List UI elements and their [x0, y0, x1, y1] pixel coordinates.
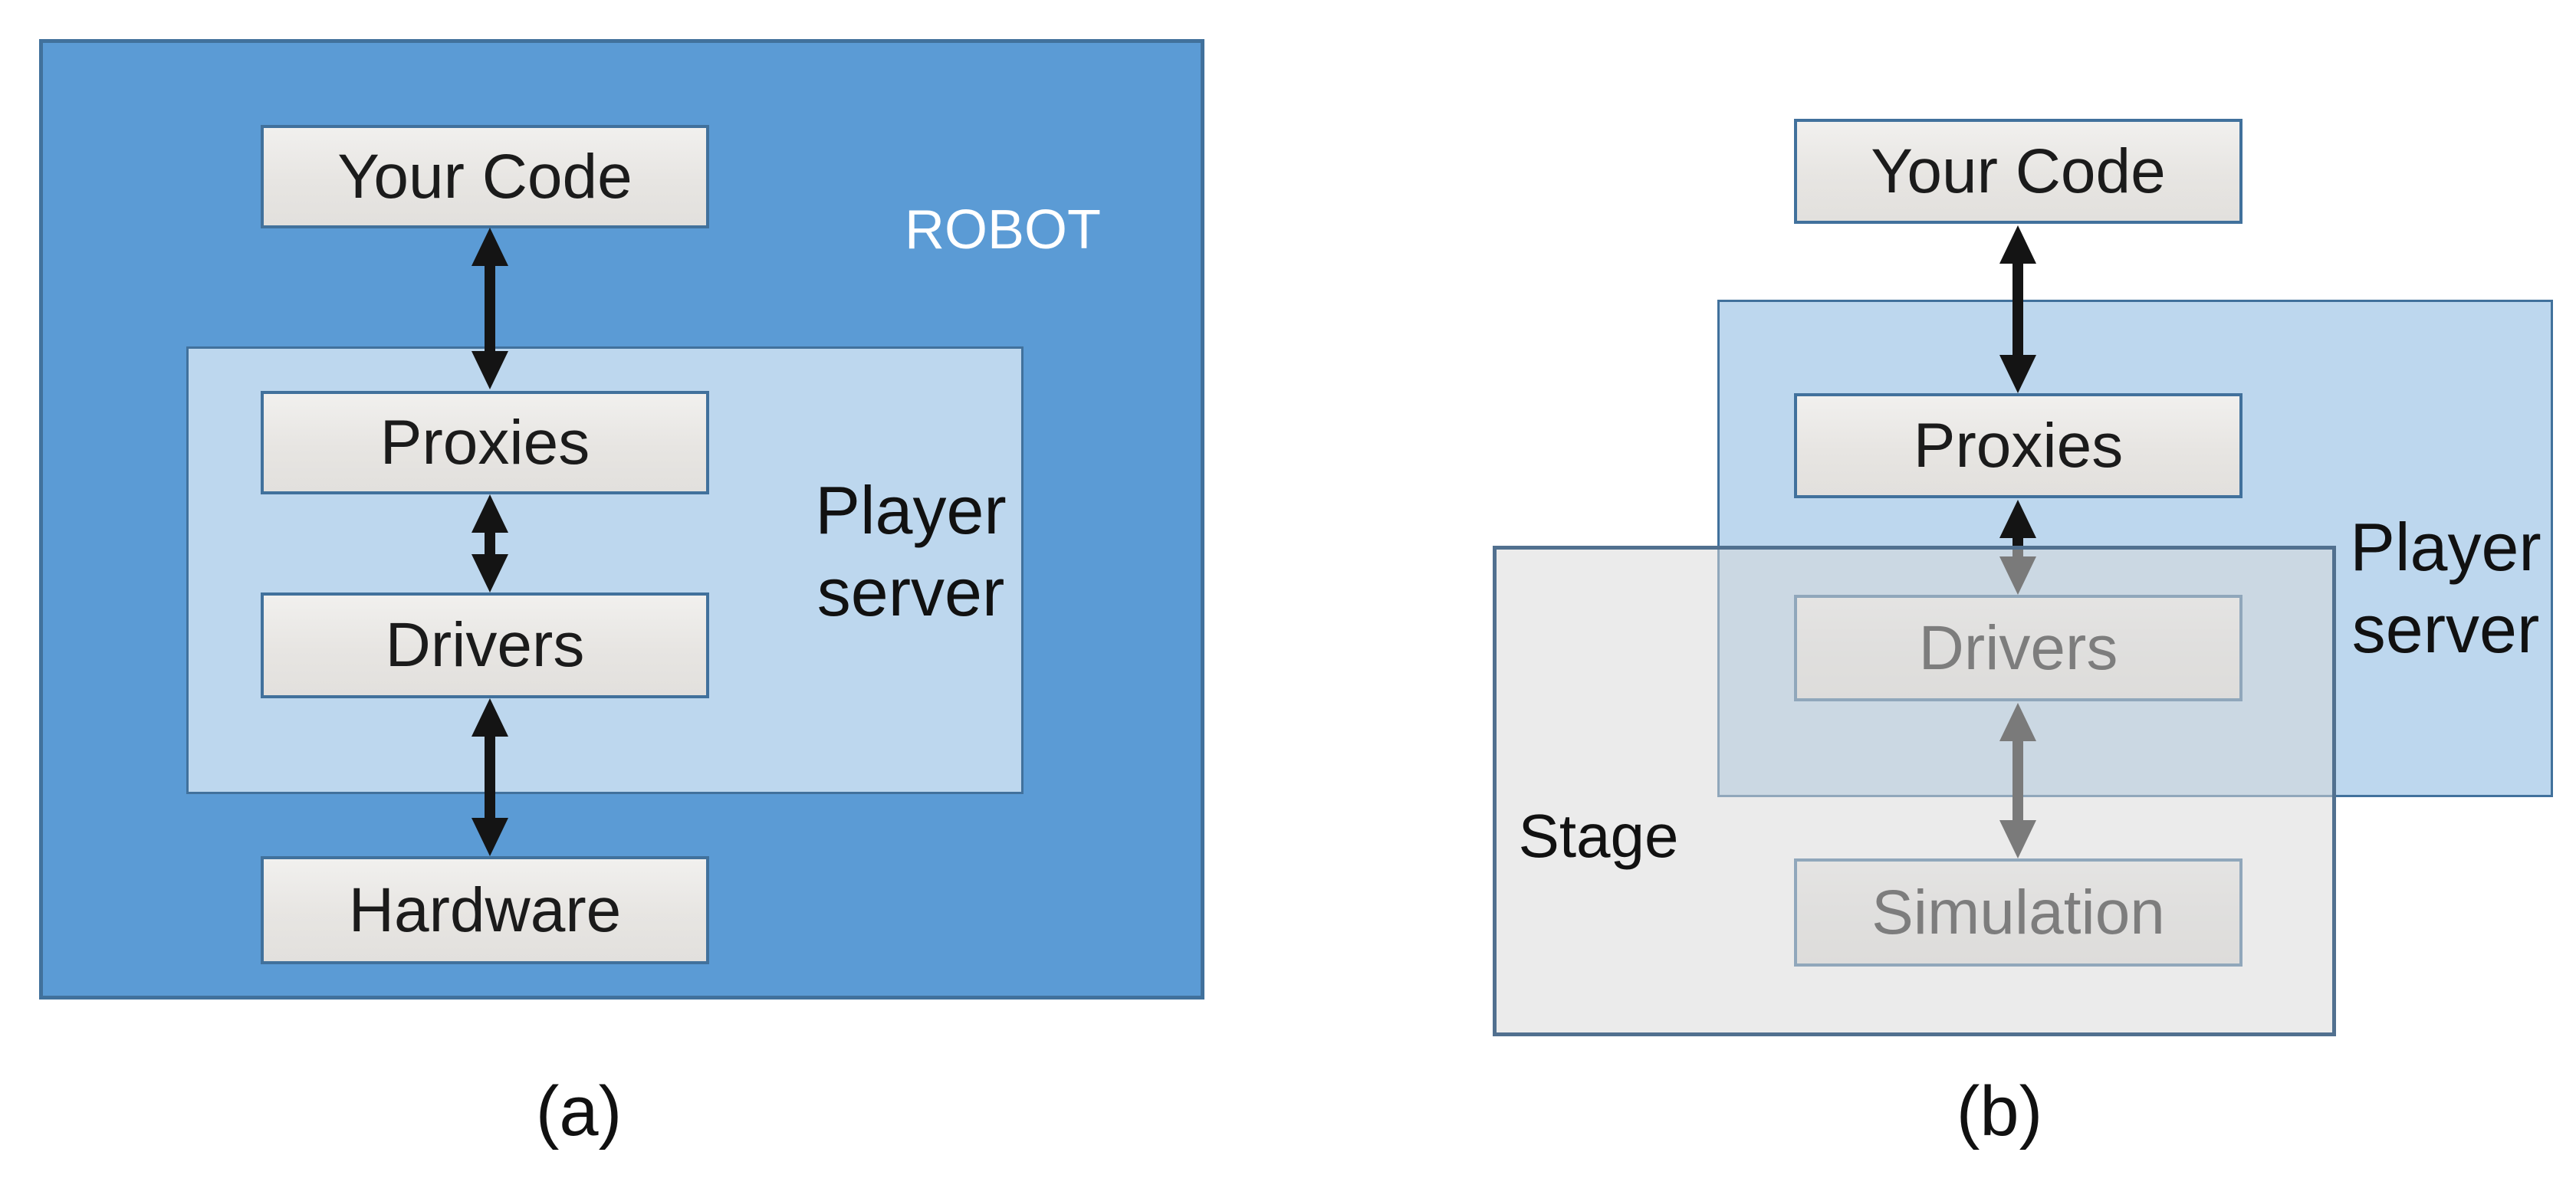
arrow-proxies-drivers-a — [472, 494, 508, 592]
arrow-yourcode-proxies-b — [1999, 225, 2036, 393]
arrow-head-up — [472, 494, 508, 533]
stage-label: Stage — [1518, 802, 1679, 870]
stage-box: Stage — [1493, 546, 2336, 1036]
proxies-box-b: Proxies — [1794, 393, 2242, 498]
arrow-shaft — [2013, 259, 2023, 359]
arrow-yourcode-proxies-a — [472, 228, 508, 389]
proxies-box-a: Proxies — [261, 391, 709, 494]
player-server-label-b-line2: server — [2351, 591, 2540, 668]
arrow-head-up — [1999, 500, 2036, 538]
player-server-label-b-line1: Player — [2350, 509, 2542, 585]
drivers-box-a: Drivers — [261, 592, 709, 698]
robot-label: ROBOT — [904, 199, 1101, 261]
arrow-head-down — [472, 818, 508, 856]
player-server-label-a: Player server — [796, 469, 1026, 634]
caption-b: (b) — [1956, 1072, 2043, 1151]
arrow-shaft — [485, 732, 495, 822]
player-server-label-a-line1: Player — [815, 472, 1007, 548]
arrow-head-up — [1999, 225, 2036, 264]
arrow-head-up — [472, 228, 508, 266]
your-code-box-a: Your Code — [261, 125, 709, 228]
arrow-drivers-hardware-a — [472, 698, 508, 856]
your-code-box-b: Your Code — [1794, 119, 2242, 224]
arrow-head-down — [472, 554, 508, 592]
arrow-head-down — [472, 351, 508, 389]
caption-a: (a) — [535, 1072, 623, 1151]
hardware-box-a: Hardware — [261, 856, 709, 964]
arrow-head-up — [472, 698, 508, 737]
arrow-shaft — [485, 528, 495, 559]
player-server-label-a-line2: server — [816, 554, 1005, 631]
player-server-label-b: Player server — [2331, 506, 2561, 671]
arrow-shaft — [485, 261, 495, 356]
arrow-head-down — [1999, 355, 2036, 393]
